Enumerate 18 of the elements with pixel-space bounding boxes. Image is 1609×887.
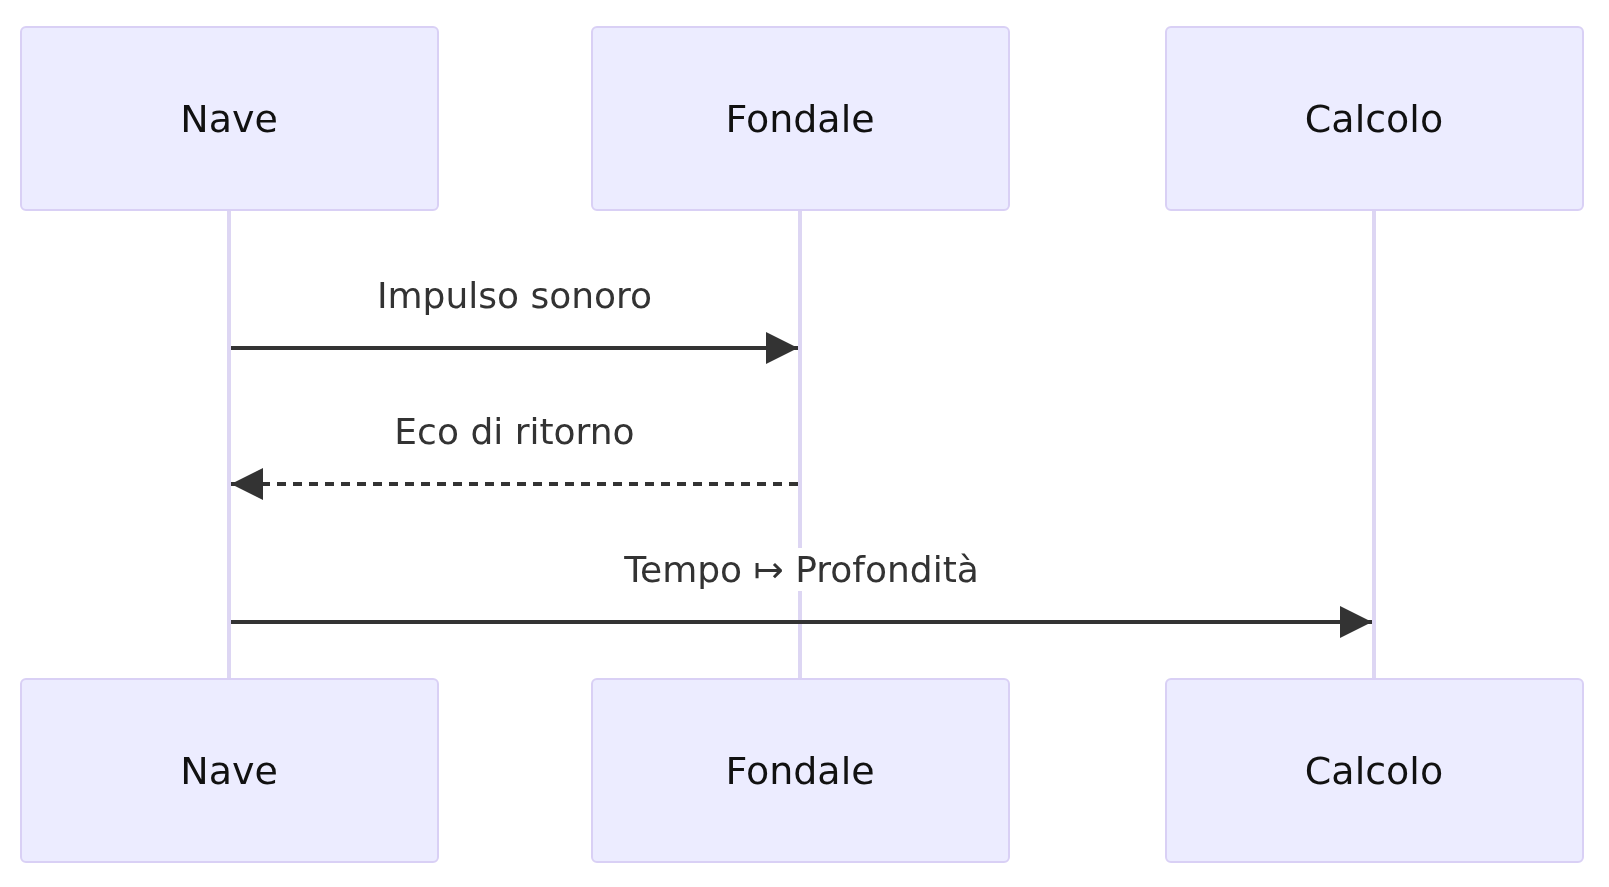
participant-box: [590, 678, 1010, 863]
participant-box: [19, 678, 439, 863]
participant-name: Nave: [180, 96, 278, 141]
participant-name: Calcolo: [1304, 748, 1444, 793]
message-arrow: [231, 332, 798, 364]
participant-name: Fondale: [725, 96, 875, 141]
message-label: Tempo ↦ Profondità: [624, 548, 979, 592]
participant-name: Fondale: [725, 748, 875, 793]
participant-name: Calcolo: [1304, 96, 1444, 141]
lifeline: [227, 211, 231, 678]
message-arrow: [231, 606, 1372, 638]
message-arrow: [231, 468, 798, 500]
participant-box: [19, 26, 439, 211]
participant-name: Nave: [180, 748, 278, 793]
lifeline: [1372, 211, 1376, 678]
participant-box: [1164, 678, 1584, 863]
participant-box: [590, 26, 1010, 211]
participant-box: [1164, 26, 1584, 211]
